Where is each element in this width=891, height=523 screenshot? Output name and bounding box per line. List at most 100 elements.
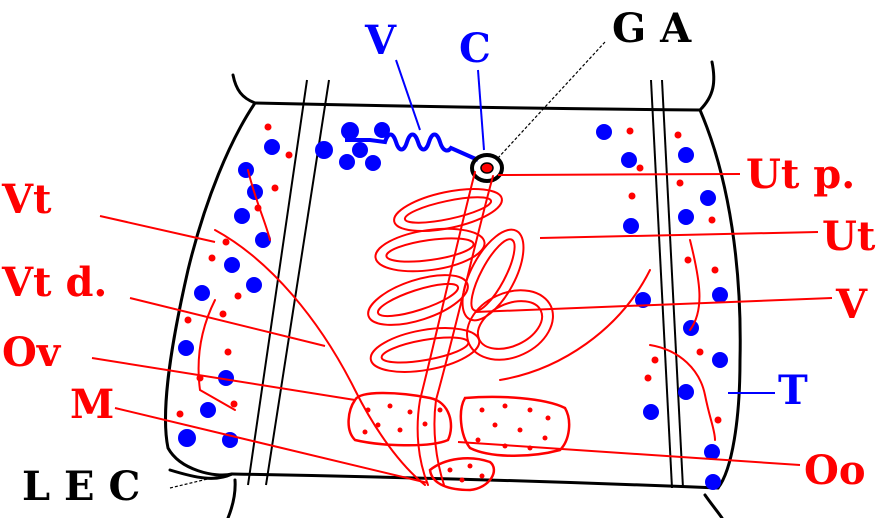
ovary-cell	[502, 403, 508, 409]
red-speckles	[176, 123, 722, 483]
uterus-loop-inner	[470, 238, 516, 312]
label-v-right: V	[835, 281, 868, 328]
testis	[234, 208, 250, 224]
testis	[264, 139, 280, 155]
ovary-cell	[545, 415, 551, 421]
pointer-utp	[497, 173, 741, 176]
labels: V C G A Vt Vt d. Ov M L E C Ut p. Ut V T…	[1, 5, 876, 510]
ovary-cell	[422, 421, 428, 427]
testis	[635, 292, 651, 308]
testis	[621, 152, 637, 168]
uterus-loop	[367, 274, 469, 326]
pointer-ov	[91, 357, 356, 401]
upper-left-notch	[231, 73, 257, 105]
vitelline-duct-right	[499, 269, 651, 381]
uterine-duct-right-wall	[433, 175, 494, 486]
testis	[712, 287, 728, 303]
vitelline-branch-right	[689, 239, 701, 331]
testis	[194, 285, 210, 301]
vitellarium	[271, 184, 279, 192]
ovary-cell	[475, 437, 481, 443]
right-canal-inner	[650, 79, 673, 489]
ovary-cell	[397, 427, 403, 433]
label-oo: Oo	[804, 447, 866, 494]
ovary-cell	[437, 407, 443, 413]
ovary-cell	[365, 407, 371, 413]
ovary	[347, 391, 571, 457]
pointer-lines	[91, 41, 833, 489]
testis	[643, 404, 659, 420]
testes	[178, 122, 728, 490]
testis	[705, 474, 721, 490]
pointer-lec	[169, 475, 221, 489]
uterus-loop	[466, 289, 554, 361]
uterus-loop	[374, 227, 486, 273]
upper-right-notch	[698, 60, 716, 112]
pointer-v-top	[395, 59, 421, 131]
uterus-loop	[369, 327, 481, 373]
ovary-cell	[375, 422, 381, 428]
vitellarium	[644, 374, 652, 382]
vitellarium	[714, 416, 722, 424]
vitellarium	[176, 410, 184, 418]
vitellarium	[285, 151, 293, 159]
testis	[224, 257, 240, 273]
lower-right-neck	[703, 493, 724, 520]
pointer-m	[114, 407, 429, 484]
pointer-ga	[497, 41, 606, 159]
vitellaria-left	[176, 123, 293, 418]
vitellarium	[184, 316, 192, 324]
uterus-loop	[393, 188, 503, 232]
uterine-pore	[480, 162, 494, 174]
ootype-cell	[479, 473, 485, 479]
top-border	[253, 101, 702, 112]
testis	[238, 162, 254, 178]
ootype-cell	[459, 477, 465, 483]
ovary-cell	[407, 409, 413, 415]
pointer-ut	[539, 231, 819, 239]
vitellarium	[626, 127, 634, 135]
ovary-right-lobe	[459, 395, 571, 457]
blue-structures	[178, 122, 728, 490]
vitellarium	[711, 266, 719, 274]
vitelline-duct-left	[214, 229, 426, 486]
uterus-loop-inner	[403, 196, 493, 224]
vitellarium	[636, 164, 644, 172]
label-ov: Ov	[2, 329, 62, 376]
label-ga: G A	[612, 5, 692, 52]
pointer-oo	[457, 441, 801, 466]
testis	[700, 190, 716, 206]
vitellarium	[651, 356, 659, 364]
testis	[339, 154, 355, 170]
pointer-c	[477, 69, 485, 151]
uterus-coils	[367, 188, 554, 373]
right-canal-outer	[661, 79, 684, 489]
label-m: M	[70, 381, 114, 428]
uterus-loop-inner	[380, 336, 470, 364]
testis	[178, 340, 194, 356]
vitellarium	[208, 254, 216, 262]
testis	[218, 370, 234, 386]
testis	[255, 232, 271, 248]
ovary-cell	[527, 407, 533, 413]
label-ut: Ut	[822, 213, 876, 260]
testis	[678, 147, 694, 163]
vitellarium	[708, 216, 716, 224]
vitellarium	[674, 131, 682, 139]
ovary-cell	[492, 422, 498, 428]
vitelline-branch-left	[197, 299, 236, 411]
pointer-vtd	[129, 297, 326, 347]
uterus-loop	[461, 228, 525, 322]
vitellaria-right	[626, 127, 722, 424]
ovary-cell	[517, 427, 523, 433]
testis	[315, 141, 333, 159]
label-c: C	[459, 25, 491, 72]
pointer-v-right	[474, 297, 833, 313]
testis	[365, 155, 381, 171]
testis	[623, 218, 639, 234]
vitellarium	[222, 238, 230, 246]
vitellarium	[234, 292, 242, 300]
